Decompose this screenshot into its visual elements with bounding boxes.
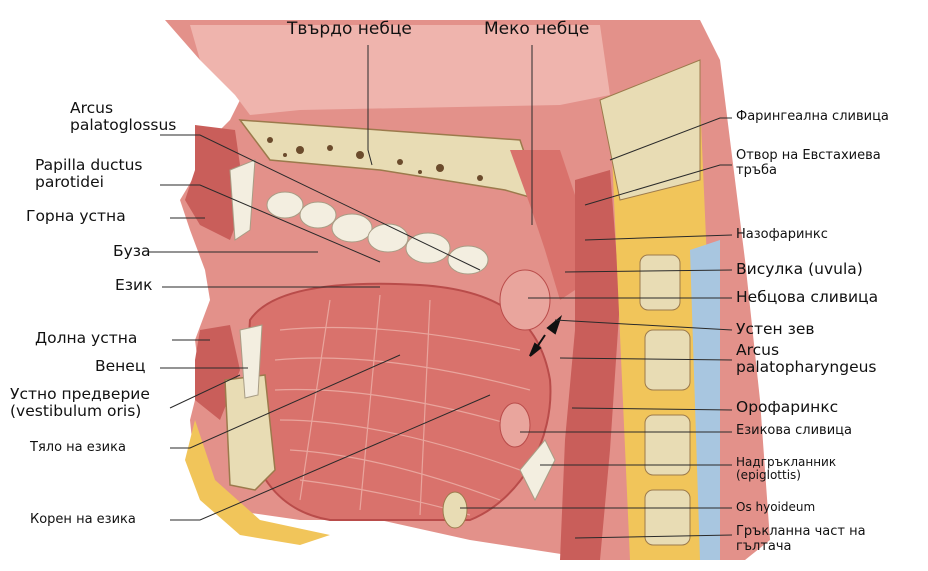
- label-arcus-palatopharyngeus: Arcus palatopharyngeus: [736, 342, 877, 377]
- label-lower-lip: Долна устна: [35, 330, 137, 347]
- label-upper-lip: Горна устна: [26, 208, 126, 225]
- label-fauces: Устен зев: [736, 321, 815, 338]
- label-vestibulum-oris: Устно предверие (vestibulum oris): [10, 386, 150, 421]
- label-eustachian-opening: Отвор на Евстахиева тръба: [736, 149, 881, 178]
- label-arcus-pph-line1: Arcus: [736, 342, 877, 359]
- label-nasopharynx: Назофаринкс: [736, 228, 828, 243]
- label-epiglottis-line2: (epiglottis): [736, 469, 836, 482]
- label-pharyngeal-tonsil: Фарингеална сливица: [736, 110, 889, 125]
- label-eustachian-line2: тръба: [736, 164, 881, 179]
- label-arcus-pph-line2: palatopharyngeus: [736, 359, 877, 376]
- label-laryngopharynx-line2: гълтача: [736, 540, 866, 555]
- label-uvula: Висулка (uvula): [736, 261, 863, 278]
- label-papilla-line2: parotidei: [35, 174, 143, 191]
- label-oropharynx: Орофаринкс: [736, 399, 838, 416]
- label-arcus-palatoglossus-line2: palatoglossus: [70, 117, 176, 134]
- label-tongue: Език: [115, 277, 152, 294]
- label-arcus-palatoglossus-line1: Arcus: [70, 100, 176, 117]
- label-epiglottis: Надгръкланник (epiglottis): [736, 456, 836, 483]
- label-os-hyoideum: Os hyoideum: [736, 501, 815, 514]
- label-laryngopharynx-line1: Гръкланна част на: [736, 525, 866, 540]
- label-eustachian-line1: Отвор на Евстахиева: [736, 149, 881, 164]
- label-palatine-tonsil: Небцова сливица: [736, 289, 878, 306]
- label-lingual-tonsil: Езикова сливица: [736, 424, 852, 439]
- label-arcus-palatoglossus: Arcus palatoglossus: [70, 100, 176, 135]
- label-tongue-body: Тяло на езика: [30, 441, 126, 456]
- label-papilla-line1: Papilla ductus: [35, 157, 143, 174]
- label-tongue-root: Корен на езика: [30, 513, 136, 528]
- label-papilla-ductus-parotidei: Papilla ductus parotidei: [35, 157, 143, 192]
- label-vestibulum-line1: Устно предверие: [10, 386, 150, 403]
- label-vestibulum-line2: (vestibulum oris): [10, 403, 150, 420]
- label-cheek: Буза: [113, 243, 151, 260]
- label-hard-palate: Твърдо небце: [287, 20, 412, 39]
- label-laryngopharynx: Гръкланна част на гълтача: [736, 525, 866, 554]
- label-soft-palate: Меко небце: [484, 20, 589, 39]
- label-epiglottis-line1: Надгръкланник: [736, 456, 836, 469]
- label-gum: Венец: [95, 358, 145, 375]
